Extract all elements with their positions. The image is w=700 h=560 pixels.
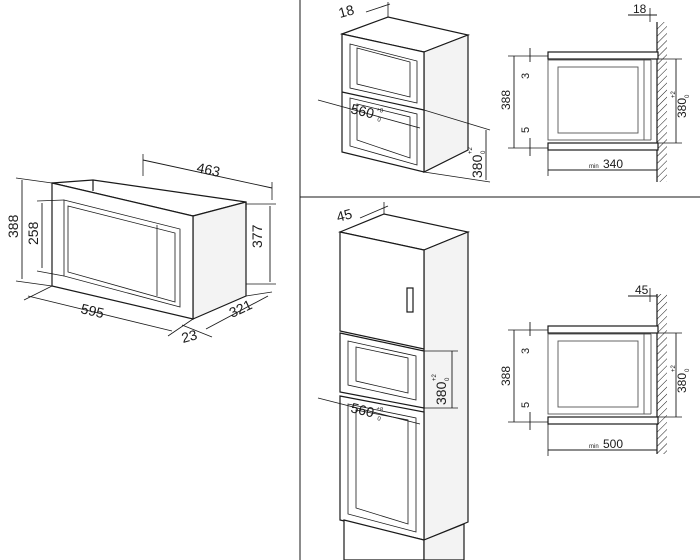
dim-45-br-label: 45 — [635, 283, 649, 297]
dim-3-br-label: 3 — [520, 348, 532, 354]
dim-388-tr-label: 388 — [499, 90, 513, 110]
dim-380-tl-label: 380 — [469, 154, 485, 178]
dim-45-bl-label: 45 — [335, 205, 354, 225]
dim-463-line — [142, 159, 273, 189]
dim-23-line — [181, 324, 213, 338]
svg-text:+2: +2 — [432, 373, 438, 381]
svg-text:0: 0 — [377, 117, 382, 124]
dim-595-line — [27, 295, 173, 332]
svg-text:+2: +2 — [468, 146, 474, 154]
tall-cabinet: 45 380 +2 0 560 +8 0 — [317, 202, 471, 560]
dim-560-tl-label: 560 — [349, 100, 376, 121]
svg-text:0: 0 — [685, 368, 691, 372]
dim-560-bl-label: 560 — [349, 399, 376, 420]
dim-388-label: 388 — [5, 214, 21, 238]
dim-377-label: 377 — [249, 224, 265, 248]
appliance-drawing: 463 388 258 377 595 321 23 — [5, 154, 276, 346]
dim-5-tr-label: 5 — [520, 127, 532, 133]
dim-321-line — [205, 295, 269, 330]
dim-18-tr-label: 18 — [633, 2, 647, 16]
dim-min340-label: 340 — [603, 157, 623, 171]
svg-text:+8: +8 — [376, 406, 385, 414]
dim-18-tl-line — [365, 3, 391, 13]
dim-380-br-label: 380 — [675, 373, 689, 393]
svg-text:+8: +8 — [376, 107, 385, 115]
svg-text:0: 0 — [377, 416, 382, 423]
dim-380-bl-label: 380 — [433, 381, 449, 405]
dim-560-bl-line — [317, 397, 421, 425]
dim-595-label: 595 — [79, 300, 106, 321]
svg-text:0: 0 — [481, 150, 487, 154]
dim-18-tl-label: 18 — [337, 1, 356, 21]
dim-5-br-label: 5 — [520, 402, 532, 408]
dim-560-tl-line — [317, 99, 421, 129]
dim-258-label: 258 — [25, 221, 41, 245]
section-bottom-right: 45 388 3 5 380 +2 0 min 500 — [499, 283, 691, 456]
svg-text:+2: +2 — [671, 90, 677, 98]
dim-380-tr-label: 380 — [675, 98, 689, 118]
svg-text:0: 0 — [445, 377, 451, 381]
svg-text:+2: +2 — [671, 364, 677, 372]
svg-text:0: 0 — [685, 94, 691, 98]
dim-388-br-label: 388 — [499, 366, 513, 386]
dim-3-tr-label: 3 — [520, 73, 532, 79]
dim-min500-label: 500 — [603, 437, 623, 451]
cabinet-niche-top: 18 560 +8 0 380 +2 0 — [317, 1, 491, 183]
section-top-right: 18 388 3 5 380 +2 0 min 340 — [499, 2, 691, 182]
svg-text:min: min — [589, 444, 599, 450]
dim-45-bl-line — [359, 205, 389, 219]
svg-text:min: min — [589, 164, 599, 170]
dim-23-label: 23 — [180, 326, 199, 346]
dim-463-label: 463 — [195, 159, 221, 180]
